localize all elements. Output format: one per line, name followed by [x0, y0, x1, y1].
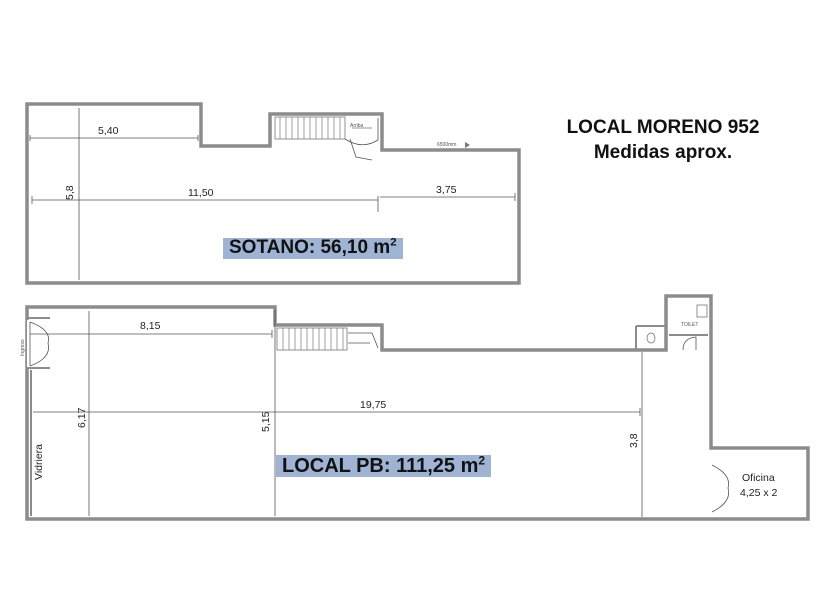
- vidriera-label: Vidriera: [33, 444, 45, 480]
- toilet-label: TOILET: [681, 322, 698, 328]
- sotano-dim-main: 11,50: [188, 187, 214, 199]
- sink-icon: [696, 304, 708, 318]
- plan-title: LOCAL MORENO 952: [566, 117, 760, 138]
- scale-note: 6500mm: [437, 142, 470, 148]
- plan-subtitle: Medidas aprox.: [593, 142, 733, 163]
- pb-stair: [276, 327, 379, 351]
- pb-area-text: LOCAL PB: 111,25 m: [282, 455, 479, 477]
- sotano-area-text: SOTANO: 56,10 m: [229, 237, 391, 258]
- wc-icon: [646, 332, 656, 344]
- sotano-plan: Arriba 6500mm 5,40 5,8 11,50 3,75: [25, 102, 521, 285]
- scale-note-text: 6500mm: [437, 142, 456, 148]
- pb-dim-main: 19,75: [360, 399, 386, 411]
- pb-dim-mid: 5,15: [260, 411, 272, 432]
- pb-dim-top: 8,15: [140, 320, 161, 332]
- pb-dim-left: 6,17: [76, 407, 88, 428]
- sotano-area-label: SOTANO: 56,10 m2: [223, 236, 403, 259]
- sotano-dim-height: 5,8: [64, 185, 76, 200]
- sotano-area-exp: 2: [390, 236, 397, 249]
- ingreso-label: Ingreso: [20, 339, 26, 356]
- sotano-stair: Arriba: [274, 116, 379, 161]
- oficina-room: Oficina 4,25 x 2: [709, 462, 778, 514]
- sotano-dim-right: 3,75: [436, 184, 457, 196]
- oficina-size: 4,25 x 2: [740, 487, 778, 499]
- oficina-label: Oficina: [742, 472, 775, 484]
- pb-plan: Ingreso Vidriera: [20, 294, 810, 521]
- sotano-dim-top: 5,40: [98, 125, 119, 137]
- pb-area-exp: 2: [478, 453, 486, 468]
- pb-dim-right: 3,8: [628, 433, 640, 448]
- ingreso-door: Ingreso: [20, 317, 55, 369]
- sotano-walls: [25, 102, 521, 285]
- stair-up-label: Arriba: [350, 123, 364, 129]
- toilet-room: TOILET: [646, 304, 708, 351]
- pb-area-label: LOCAL PB: 111,25 m2: [276, 453, 492, 477]
